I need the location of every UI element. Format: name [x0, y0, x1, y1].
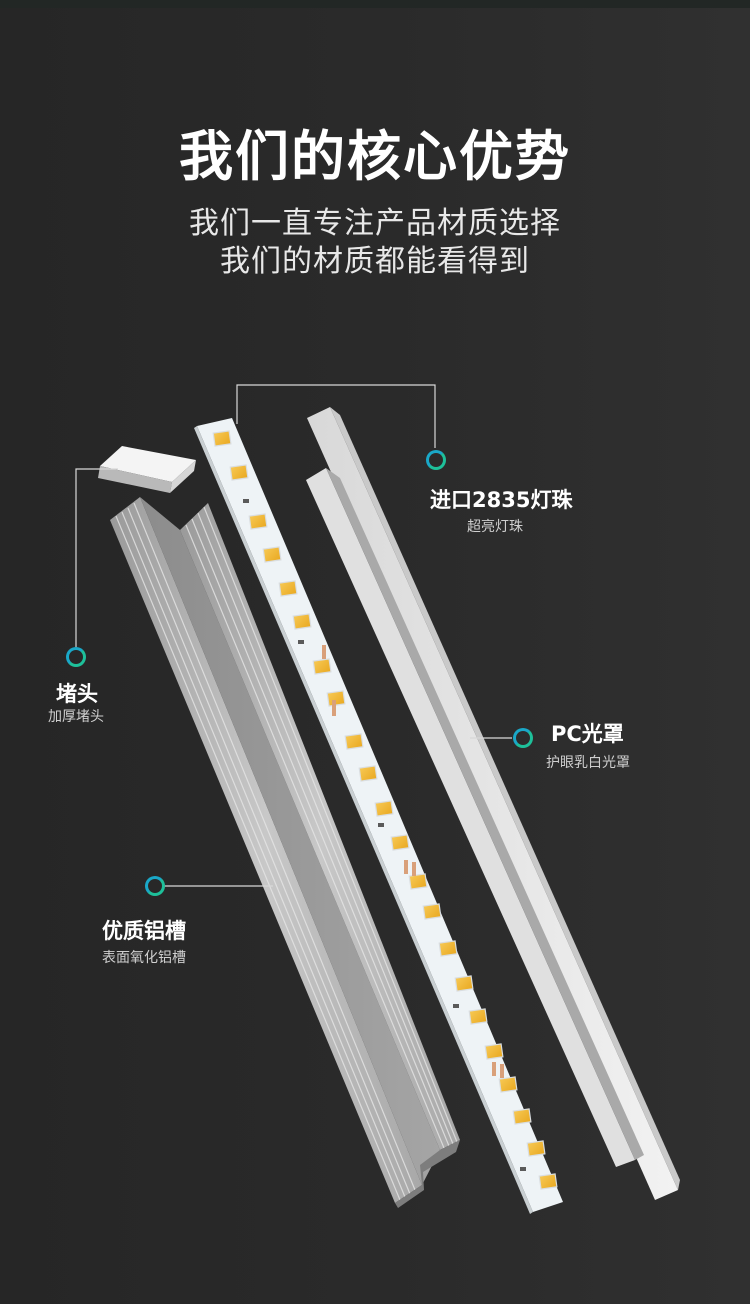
led-ring-marker-icon: [426, 450, 446, 470]
top-band: [0, 0, 750, 8]
led-strip-part: [194, 418, 563, 1214]
aluminum-channel-part: [110, 497, 460, 1208]
subtitle-line-2: 我们的材质都能看得到: [220, 244, 530, 279]
subtitle-line-1: 我们一直专注产品材质选择: [189, 206, 561, 241]
callout-diffuser-title: PC光罩: [551, 722, 624, 746]
page-title: 我们的核心优势: [179, 125, 571, 188]
led-chips: [212, 430, 558, 1190]
solder-pads: [322, 645, 504, 1078]
callout-endcap-subtitle: 加厚堵头: [48, 709, 104, 725]
leader-lines: [75, 384, 512, 887]
channel-ring-marker-icon: [145, 876, 165, 896]
endcap-ring-marker-icon: [66, 647, 86, 667]
callout-led-subtitle: 超亮灯珠: [467, 519, 523, 535]
pc-diffuser-part: [306, 407, 680, 1200]
diffuser-ring-marker-icon: [513, 728, 533, 748]
callout-channel-subtitle: 表面氧化铝槽: [102, 950, 186, 966]
resistors: [243, 499, 526, 1171]
callout-diffuser-subtitle: 护眼乳白光罩: [546, 755, 630, 771]
callout-channel-title: 优质铝槽: [102, 919, 186, 943]
callout-endcap-title: 堵头: [56, 682, 98, 706]
callout-led-title: 进口2835灯珠: [430, 488, 573, 512]
end-cap-part: [98, 446, 196, 493]
